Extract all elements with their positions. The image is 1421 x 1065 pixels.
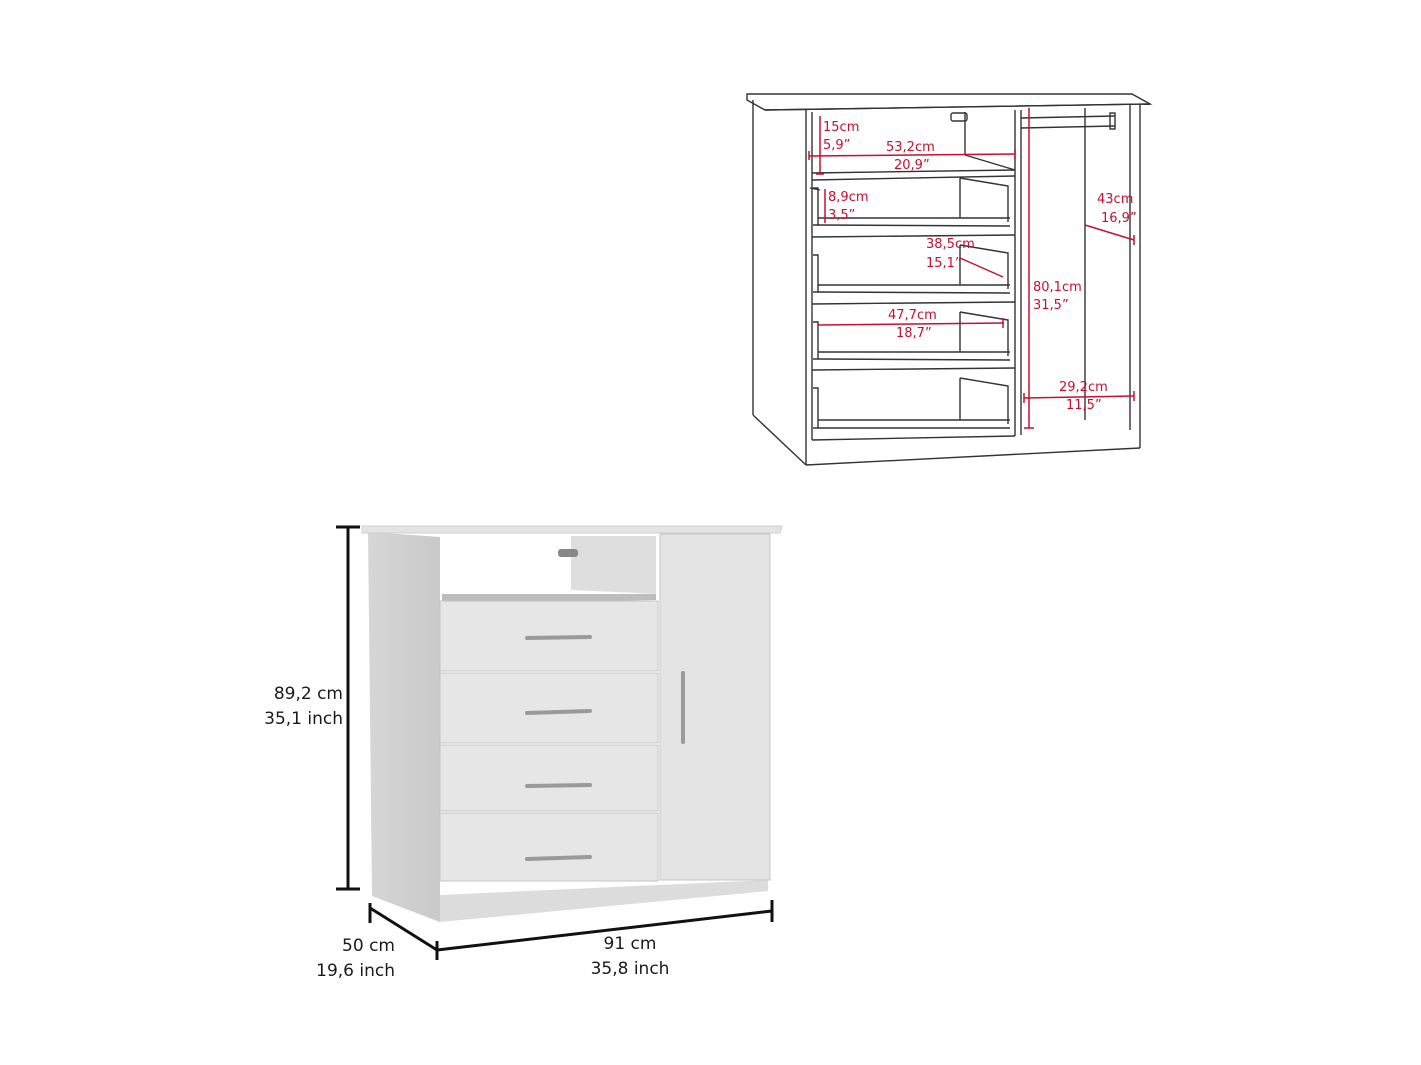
drawer-width-inch: 18,7”	[896, 326, 932, 341]
height-inch-label: 35,1 inch	[264, 709, 343, 729]
closet-depth-cm: 43cm	[1097, 192, 1134, 207]
drawer-height-inch: 3,5”	[828, 208, 856, 223]
closet-height-inch: 31,5”	[1033, 298, 1069, 313]
drawer-width-cm: 47,7cm	[888, 308, 937, 323]
width-inch-label: 35,8 inch	[590, 959, 670, 979]
width-cm-label: 91 cm	[603, 934, 657, 954]
closet-width-cm: 29,2cm	[1059, 380, 1108, 395]
closet-width-inch: 11,5”	[1066, 398, 1102, 413]
closet-height-cm: 80,1cm	[1033, 280, 1082, 295]
top-shelf-width-cm: 53,2cm	[886, 140, 935, 155]
drawer-depth-cm: 38,5cm	[926, 237, 975, 252]
closet-depth-inch: 16,9”	[1101, 211, 1137, 226]
depth-cm-label: 50 cm	[342, 936, 395, 956]
top-shelf-width-inch: 20,9”	[894, 158, 930, 173]
top-shelf-height-inch: 5,9”	[823, 138, 851, 153]
height-cm-label: 89,2 cm	[273, 684, 343, 704]
depth-inch-label: 19,6 inch	[316, 961, 395, 981]
top-shelf-height-cm: 15cm	[823, 120, 860, 135]
drawer-height-cm: 8,9cm	[828, 190, 869, 205]
drawer-depth-inch: 15,1”	[926, 256, 962, 271]
